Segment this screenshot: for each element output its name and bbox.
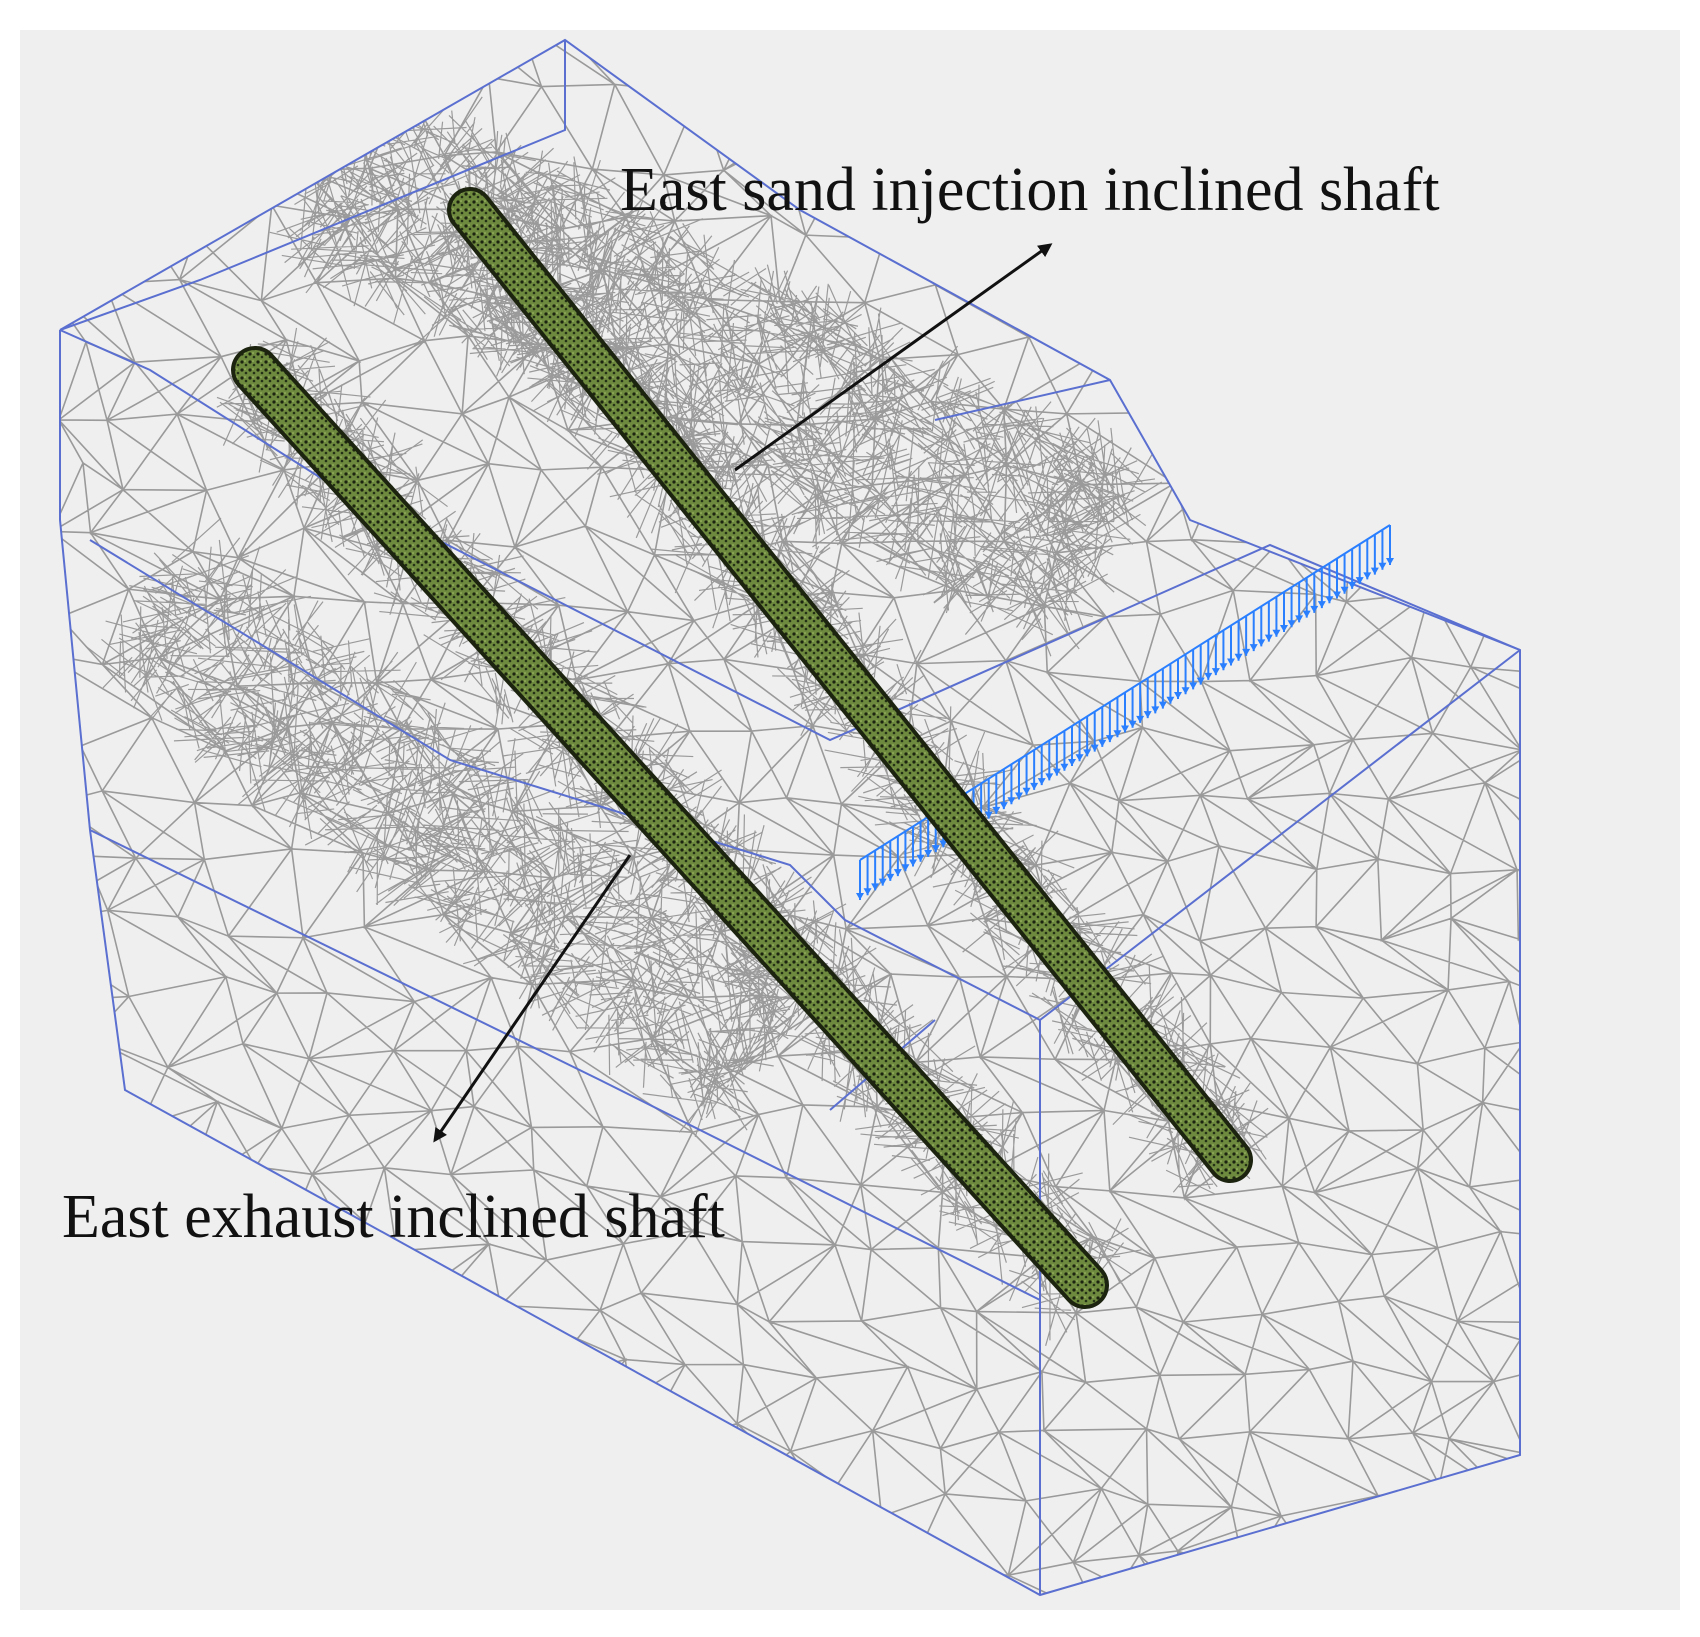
- load-arrow-heads: [856, 558, 1394, 900]
- background-panel: [20, 30, 1680, 1610]
- exhaust-shaft-body: [231, 346, 1109, 1309]
- lower-dense-mesh: [85, 517, 833, 1138]
- sand-injection-shaft-body: [447, 187, 1253, 1183]
- outline-edge-7: [89, 829, 1041, 1301]
- sand-shaft-leader-line: [734, 243, 1053, 472]
- outline-edge-3: [59, 329, 1521, 742]
- exhaust-shaft-leader-line: [433, 854, 632, 1143]
- outline-edge-4: [59, 40, 566, 331]
- load-arrows: [856, 524, 1394, 900]
- outline-edge-0: [59, 38, 1521, 1597]
- sand-shaft-label: East sand injection inclined shaft: [620, 156, 1440, 224]
- outline-edge-5: [934, 379, 1111, 421]
- model-outline: [59, 38, 1521, 1597]
- outline-edge-2: [89, 539, 1041, 1021]
- exhaust-shaft-label: East exhaust inclined shaft: [62, 1183, 725, 1251]
